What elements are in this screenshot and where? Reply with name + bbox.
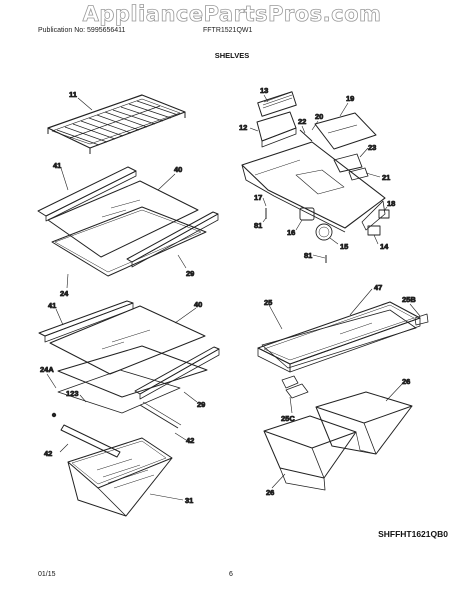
callout-13: 13 — [260, 86, 268, 95]
callout-40: 40 — [174, 165, 182, 174]
callout-81b: 81 — [304, 251, 312, 260]
callout-41b: 41 — [48, 301, 56, 310]
callout-12: 12 — [239, 123, 247, 132]
callout-23: 23 — [368, 143, 376, 152]
crisper-drawer-small — [60, 424, 173, 517]
callout-16: 16 — [287, 228, 295, 237]
callout-15: 15 — [340, 242, 348, 251]
callout-labels: 11 41 40 29 24 41 40 24A 123 29 42 42 31… — [40, 86, 417, 506]
callout-19: 19 — [346, 94, 354, 103]
callout-22: 22 — [298, 117, 306, 126]
section-title: SHELVES — [214, 51, 250, 60]
callout-29b: 29 — [197, 400, 205, 409]
callout-40b: 40 — [194, 300, 202, 309]
callout-25: 25 — [264, 298, 272, 307]
crisper-cover — [257, 301, 429, 399]
callout-11: 11 — [69, 90, 77, 99]
diagram-code: SHFFHT1621QB0 — [378, 529, 448, 539]
callout-81: 81 — [254, 221, 262, 230]
callout-25c: 25C — [281, 414, 295, 423]
callout-26b: 26 — [266, 488, 274, 497]
callout-24: 24 — [60, 289, 69, 298]
callout-17: 17 — [254, 193, 262, 202]
page-number: 6 — [229, 571, 233, 578]
callout-14: 14 — [380, 242, 389, 251]
callout-29: 29 — [186, 269, 194, 278]
leader-lines — [46, 94, 421, 501]
callout-21: 21 — [382, 173, 390, 182]
callout-31: 31 — [185, 496, 193, 505]
callout-20: 20 — [315, 112, 323, 121]
crisper-drawers-large — [263, 391, 413, 491]
callout-47: 47 — [374, 283, 382, 292]
glass-shelf-upper — [37, 166, 219, 277]
control-housing — [241, 91, 390, 263]
callout-26: 26 — [402, 377, 410, 386]
wire-shelf — [47, 94, 186, 154]
publication-number: Publication No: 5995656411 — [38, 27, 126, 34]
glass-shelf-lower — [38, 300, 220, 429]
callout-123: 123 — [66, 389, 79, 398]
footer-date: 01/15 — [38, 571, 56, 578]
callout-42b: 42 — [44, 449, 52, 458]
watermark: AppliancePartsPros.com — [82, 2, 382, 27]
model-number: FFTR1521QW1 — [203, 27, 253, 34]
callout-42: 42 — [186, 436, 194, 445]
callout-24a: 24A — [40, 365, 54, 374]
callout-25b: 25B — [402, 295, 416, 304]
callout-18: 18 — [387, 199, 395, 208]
callout-41: 41 — [53, 161, 61, 170]
